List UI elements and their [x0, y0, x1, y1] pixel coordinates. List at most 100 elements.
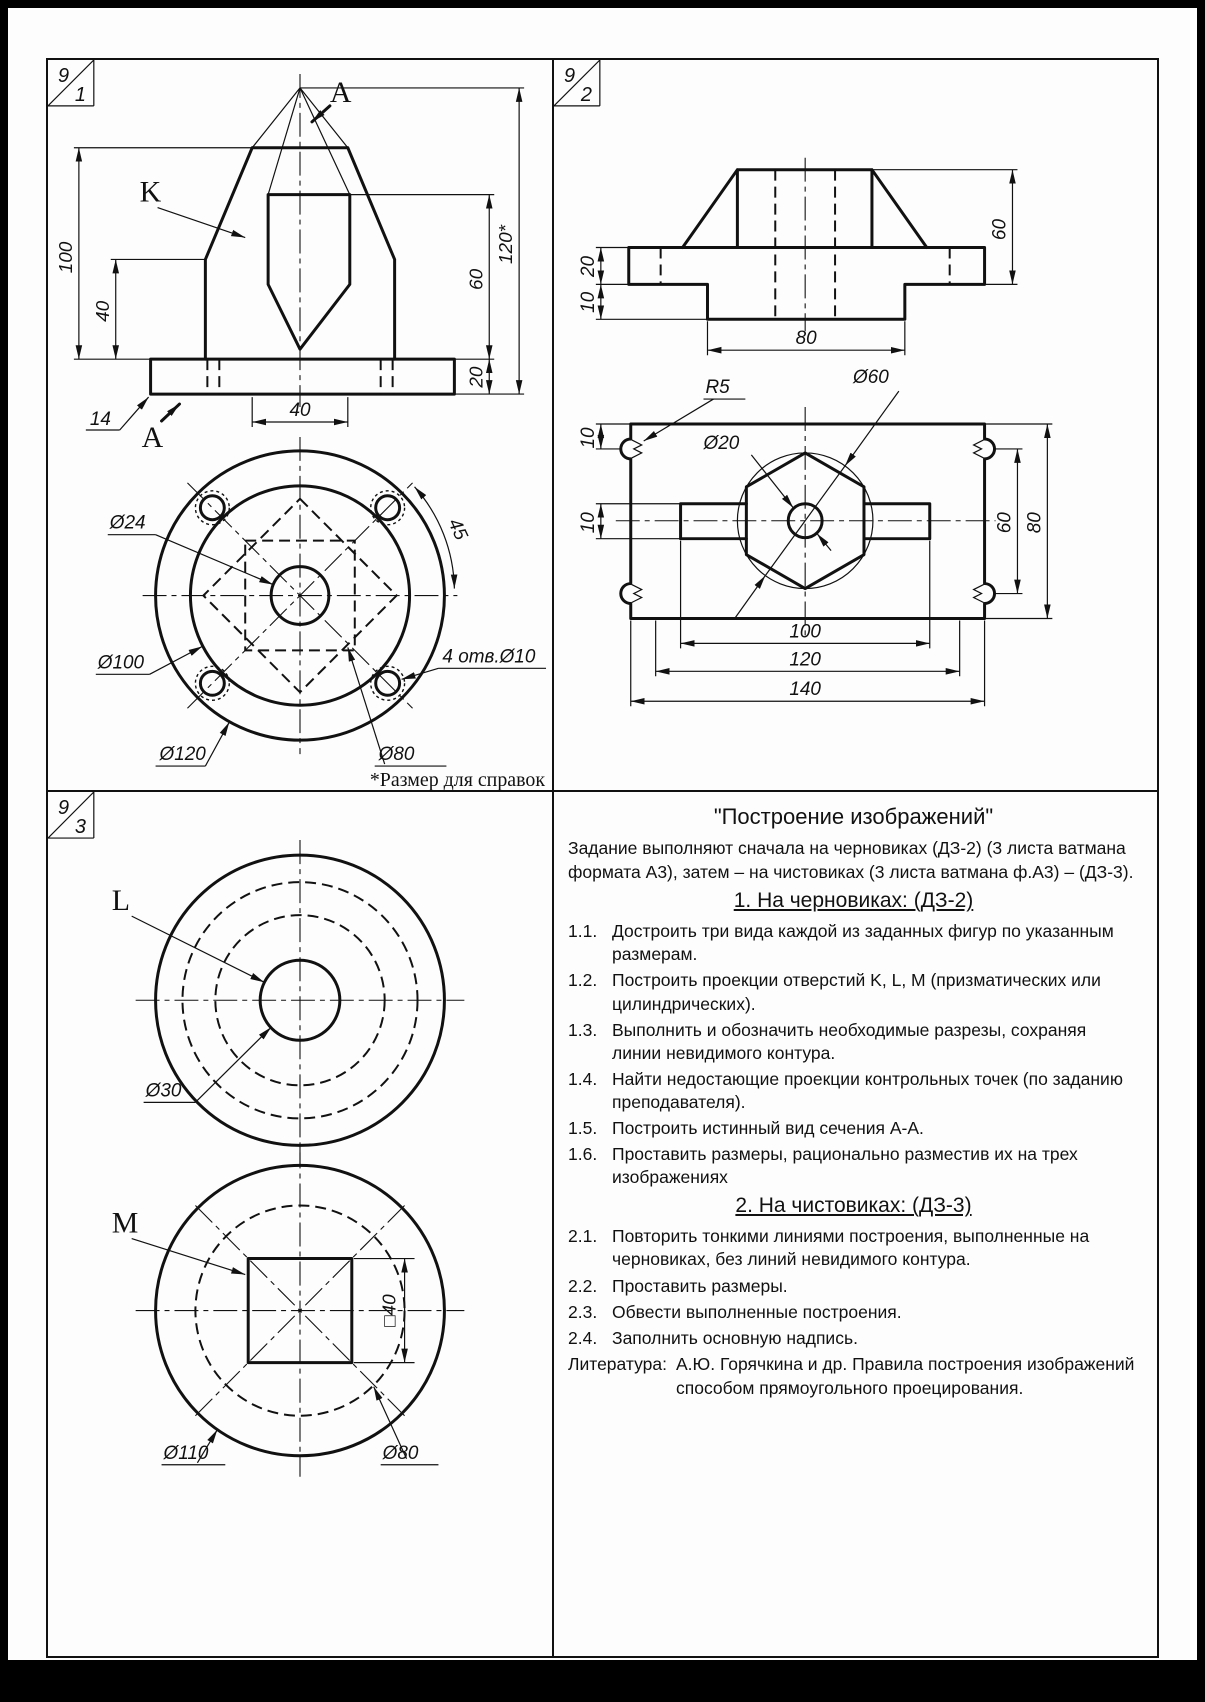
item-number: 1.4. [568, 1068, 598, 1089]
flange-circle [188, 484, 412, 707]
center-hole-circle [786, 502, 824, 540]
literature-text: А.Ю. Горячкина и др. Правила построения … [676, 1353, 1135, 1398]
section-arrow-top [310, 104, 332, 124]
section-letter-A-top: A [330, 76, 352, 109]
dim-10b: 10 [578, 512, 599, 534]
hidden-circle-2 [214, 914, 386, 1087]
hidden-circle-1 [181, 881, 419, 1120]
leader-L [131, 915, 265, 983]
plan-view [142, 436, 458, 755]
task-item: 1.1. Достроить три вида каждой из заданны… [568, 920, 1139, 966]
label-M: M [112, 1206, 139, 1239]
dim-d30: Ø30 [145, 1080, 182, 1101]
marker-panel-number: 2 [580, 84, 592, 106]
task-item: 1.5. Построить истинный вид сечения А-А. [568, 1117, 1139, 1140]
item-text: Достроить три вида каждой из заданных фи… [612, 921, 1114, 965]
plan-centerlines [615, 407, 996, 637]
dim-60f: 60 [990, 219, 1011, 241]
panel2-drawing: 9 2 60 20 10 80 [554, 60, 1053, 707]
task-item: 1.3.Выполнить и обозначить необходимые р… [568, 1019, 1139, 1065]
dim-60: 60 [466, 268, 487, 290]
hole-K-outline [266, 193, 352, 351]
panel3-drawing: 9 3 L Ø30 M [48, 792, 465, 1477]
panel1-drawing: 9 1 100 40 60 20 [48, 60, 547, 790]
item-number: 2.3. [568, 1301, 598, 1322]
dim-holes: 4 отв.Ø10 [442, 646, 535, 667]
dim-d24: Ø24 [109, 513, 146, 534]
hole-L-circle [258, 958, 342, 1042]
dim-40v: 40 [93, 300, 114, 322]
section1-heading: 1. На черновиках: (ДЗ-2) [733, 889, 974, 913]
item-number: 1.6. [568, 1144, 598, 1165]
literature-line: Литература: А.Ю. Горячкина и др. Правила … [568, 1353, 1139, 1401]
marker-sheet-number: 9 [58, 65, 69, 87]
outer-circle [154, 449, 446, 742]
literature-label: Литература: [568, 1353, 667, 1374]
task-item: 2.3.Обвести выполненные построения. [568, 1301, 1139, 1324]
item-text: Найти недостающие проекции контрольных т… [612, 1068, 1123, 1112]
circumscribed-circle [736, 452, 874, 590]
front-outline [627, 168, 987, 321]
hidden-square [244, 539, 356, 652]
panel-2: 9 2 60 20 10 80 [554, 60, 1157, 792]
dim-d80: Ø80 [378, 744, 415, 765]
hole-M-square [246, 1257, 354, 1365]
notch-serrations [631, 439, 984, 604]
top-view-L: L Ø30 [112, 840, 465, 1165]
item-text: Построить проекции отверстий K, L, M (пр… [612, 970, 1101, 1014]
dim-40b: 40 [289, 400, 311, 421]
outer-circle [154, 1163, 446, 1458]
paper-sheet: 9 1 100 40 60 20 [8, 8, 1197, 1660]
panel-4-instructions: "Построение изображений" Задание выполня… [554, 792, 1157, 1656]
dim-45: 45 [443, 515, 471, 543]
dim-80f: 80 [796, 328, 818, 349]
task-item: 2.4. Заполнить основную надпись. [568, 1327, 1139, 1350]
item-number: 1.1. [568, 921, 598, 942]
item-text: Заполнить основную надпись. [612, 1327, 858, 1348]
dim-d120: Ø120 [159, 744, 207, 765]
centerlines [135, 1144, 465, 1477]
hidden-lines [659, 169, 951, 320]
dim-20f: 20 [578, 255, 599, 278]
item-number: 2.4. [568, 1327, 598, 1348]
marker-panel-number: 3 [75, 816, 86, 838]
bolt-holes [194, 490, 406, 701]
center-hole-circle [269, 565, 331, 626]
sheet-marker-3: 9 3 [48, 792, 95, 839]
dim-100: 100 [56, 241, 77, 273]
dim-100: 100 [789, 621, 821, 642]
side-slots [679, 502, 932, 541]
panel-3: 9 3 L Ø30 M [48, 792, 554, 1656]
dim-d60: Ø60 [852, 367, 889, 388]
item-number: 1.5. [568, 1118, 598, 1139]
plan-dimensions: Ø24 Ø100 Ø120 Ø80 4 отв.Ø10 45 [95, 486, 547, 767]
cone-outline [203, 146, 397, 361]
plan-dimensions: Ø60 Ø20 R5 10 10 60 80 100 [578, 367, 1053, 707]
dim-d80: Ø80 [382, 1443, 419, 1464]
leader-K [157, 207, 246, 239]
dim-120: 120* [496, 224, 517, 264]
dim-80s: 80 [1024, 512, 1045, 534]
item-text: Построить истинный вид сечения А-А. [612, 1118, 924, 1139]
bottom-view-M: M □40 Ø110 Ø80 [112, 1144, 465, 1477]
marker-sheet-number: 9 [58, 797, 69, 819]
front-view [149, 73, 456, 408]
task-item: 1.2.Построить проекции отверстий K, L, M… [568, 969, 1139, 1015]
dim-d100: Ø100 [97, 652, 145, 673]
centerlines [135, 840, 465, 1165]
task-item: 2.2.Проставить размеры. [568, 1275, 1139, 1298]
plan-centerlines [142, 436, 458, 755]
plan-view [615, 407, 997, 637]
section-labels: A A K [140, 76, 352, 454]
item-number: 1.3. [568, 1019, 598, 1040]
dim-d110: Ø110 [163, 1443, 209, 1464]
dim-10a: 10 [578, 427, 599, 449]
section-arrow-bottom [160, 402, 181, 423]
item-number: 2.1. [568, 1226, 598, 1247]
dim-140: 140 [789, 679, 821, 700]
reference-note: *Размер для справок [370, 769, 546, 790]
task-item: 2.1.Повторить тонкими линиями построения… [568, 1225, 1139, 1271]
dim-r5: R5 [705, 377, 730, 398]
label-K: K [140, 176, 162, 209]
